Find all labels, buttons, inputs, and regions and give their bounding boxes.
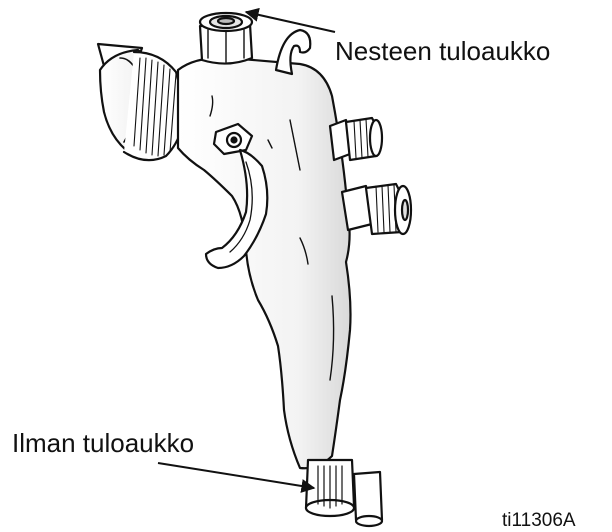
air-inlet-arrow-icon (158, 463, 314, 488)
figure-id-label: ti11306A (502, 510, 576, 532)
fluid-adjust-knob (330, 118, 382, 160)
gun-body (178, 58, 351, 469)
pattern-adjust-knob (342, 184, 411, 234)
air-inlet-fitting (306, 460, 382, 526)
air-cap (98, 44, 186, 160)
fluid-inlet-fitting (200, 13, 252, 64)
air-inlet-label: Ilman tuloaukko (12, 428, 194, 459)
fluid-inlet-arrow-icon (246, 12, 335, 32)
fluid-inlet-label: Nesteen tuloaukko (335, 36, 550, 67)
